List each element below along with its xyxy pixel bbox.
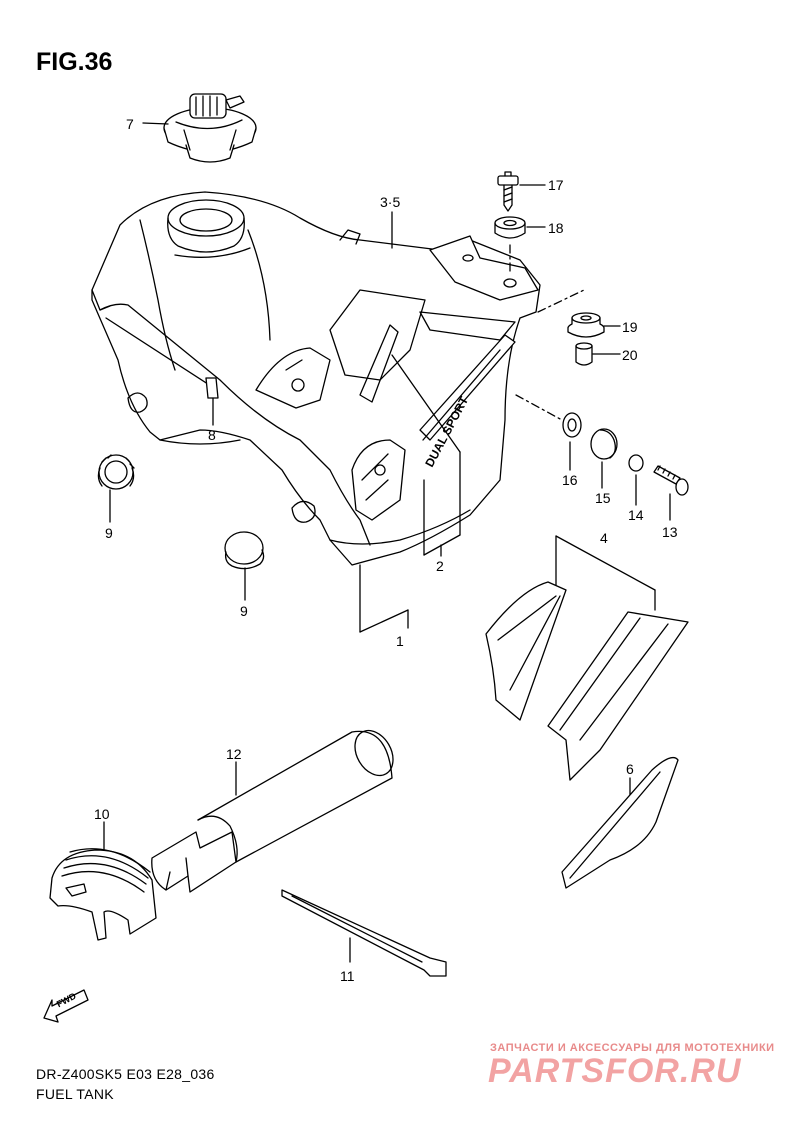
figure-title: FIG.36 [36,48,113,76]
fwd-arrow-icon [43,989,89,1023]
callout-17: 17 [548,177,564,193]
callout-12: 12 [226,746,242,762]
callout-9-left: 9 [105,525,113,541]
callout-9-right: 9 [240,603,248,619]
callout-4: 4 [600,530,608,546]
callout-20: 20 [622,347,638,363]
callout-16: 16 [562,472,578,488]
bracket-leader-part-2 [391,354,461,557]
bolt-part-17 [497,171,519,212]
grommet-part-9-b [224,531,265,570]
decal-part-6 [561,756,679,889]
washer-part-18 [494,216,526,239]
callout-14: 14 [628,507,644,523]
fuel-tank-part-3-5 [91,191,541,566]
callout-3-5: 3·5 [380,194,401,210]
tank-decal-part-4 [485,535,689,781]
callout-2: 2 [436,558,444,574]
bracket-leader-part-1 [359,564,409,633]
callout-18: 18 [548,220,564,236]
diagram-caption: FUEL TANK [36,1086,114,1102]
callout-11: 11 [340,968,355,984]
fwd-label: FWD [54,990,78,1010]
model-code: DR-Z400SK5 E03 E28_036 [36,1066,215,1082]
fwd-indicator: FWD [38,988,90,1022]
grommet-part-9-a [97,454,135,490]
collar-part-20 [575,342,593,366]
strip-part-8 [205,377,219,399]
callout-15: 15 [595,490,611,506]
cushion-part-19 [567,312,605,338]
callout-8: 8 [208,427,216,443]
cable-tie-part-11 [281,889,447,977]
callout-6: 6 [626,761,634,777]
callout-1: 1 [396,633,404,649]
watermark-brand: PARTSFOR.RU [488,1052,742,1090]
washer-part-14 [628,454,644,472]
callout-7: 7 [126,116,134,132]
callout-10: 10 [94,806,110,822]
collar-part-16 [562,412,582,438]
fuel-cap-part-7 [163,93,257,163]
callout-19: 19 [622,319,638,335]
callout-13: 13 [662,524,678,540]
clamp-part-10 [49,821,157,941]
tube-part-12 [151,729,394,893]
watermark-tagline: ЗАПЧАСТИ И АКСЕССУАРЫ ДЛЯ МОТОТЕХНИКИ [490,1042,775,1054]
bolt-part-13 [653,465,689,496]
cushion-part-15 [590,428,618,460]
